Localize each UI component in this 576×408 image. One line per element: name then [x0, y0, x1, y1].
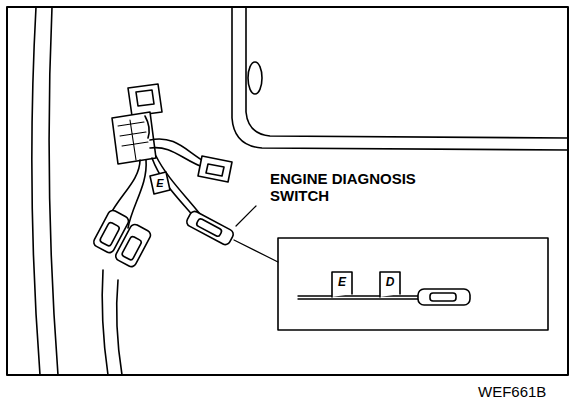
panel-edge: [49, 7, 58, 375]
plug-face: [121, 236, 142, 261]
diagnosis-switch: [185, 210, 235, 247]
wire: [152, 158, 195, 218]
wire: [298, 295, 420, 296]
wire: [110, 160, 140, 215]
part-label: ENGINE DIAGNOSIS SWITCH: [270, 170, 470, 205]
frame: [7, 7, 568, 375]
wire: [128, 160, 146, 228]
switch-body: [196, 218, 223, 237]
panel-edge: [117, 280, 122, 375]
figure-code: WEF661B: [478, 383, 546, 400]
wire: [145, 116, 149, 138]
plug: [114, 223, 152, 269]
wire-tag-letter: E: [338, 276, 346, 290]
wire: [298, 298, 420, 299]
wire-tag-letter: E: [156, 177, 163, 190]
wire-tag: [332, 272, 352, 297]
dash-panel: [246, 7, 568, 138]
wire: [150, 148, 205, 168]
connector-latch: [136, 90, 154, 106]
wire: [156, 156, 200, 214]
diagnosis-switch: [418, 289, 470, 305]
connector-block: [112, 112, 156, 164]
connector-cavities: [118, 120, 148, 160]
detail-inset: [278, 238, 548, 330]
leader-line: [236, 206, 256, 226]
connector-latch: [206, 164, 224, 176]
wire: [150, 139, 205, 162]
dash-panel: [232, 7, 568, 150]
wire-tag: [380, 272, 400, 297]
leader-line: [234, 240, 278, 262]
connector: [198, 156, 232, 182]
connector: [128, 84, 162, 116]
panel-hole: [248, 62, 262, 94]
plug-face: [99, 222, 120, 247]
panel-edge: [102, 270, 108, 375]
wire-tag-letter: D: [386, 276, 395, 290]
switch-body: [430, 293, 456, 301]
wire-tag: [150, 172, 170, 194]
panel-edge: [32, 7, 40, 375]
